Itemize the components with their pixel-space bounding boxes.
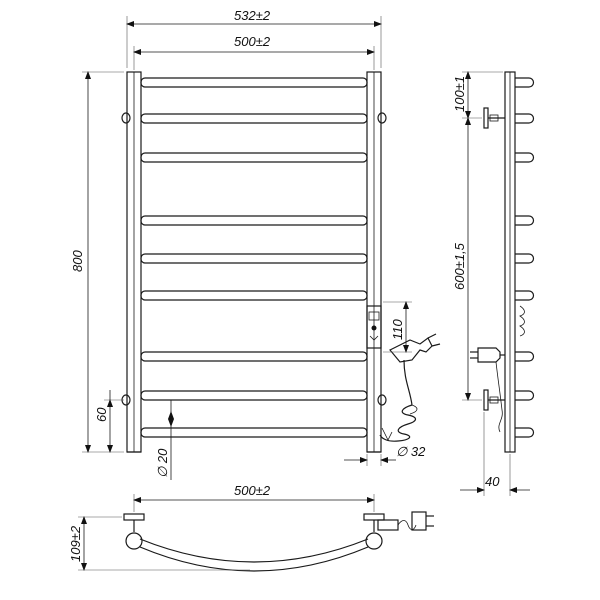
- dim-bow-depth: 109±2: [68, 525, 83, 562]
- crossbar: [140, 351, 368, 362]
- dim-depth: 40: [485, 474, 500, 489]
- mount: [377, 112, 387, 124]
- dim-overall-width: 532±2: [234, 8, 271, 23]
- side-wall-brackets: [483, 107, 505, 411]
- dim-tube-diameter: ∅ 20: [155, 448, 170, 478]
- dim-top-offset: 100±1: [452, 76, 467, 112]
- crossbar: [140, 253, 368, 264]
- crossbar: [140, 427, 368, 438]
- dim-inner-width: 500±2: [234, 34, 271, 49]
- crossbar: [140, 113, 368, 124]
- crossbars: [140, 77, 368, 438]
- dim-mount-spacing: 600±1,5: [452, 242, 467, 290]
- crossbar: [140, 290, 368, 301]
- side-rung-ends: [515, 77, 535, 438]
- crossbar: [140, 215, 368, 226]
- dim-bottom-offset: 60: [94, 407, 109, 422]
- curved-rung-outer: [139, 546, 369, 572]
- crossbar: [140, 152, 368, 163]
- side-view: 100±1 600±1,5 40: [452, 71, 535, 496]
- dim-height: 800: [70, 250, 85, 272]
- wall-mounts-front: [121, 112, 387, 406]
- control-box: [366, 305, 382, 349]
- bottom-view: 500±2 109±2: [68, 483, 434, 572]
- left-riser-section: [125, 532, 143, 550]
- side-plug: [470, 305, 525, 433]
- dim-box-height: 110: [390, 319, 405, 340]
- right-riser-section: [365, 532, 383, 550]
- crossbar: [140, 77, 368, 88]
- dim-bottom-width: 500±2: [234, 483, 271, 498]
- mount: [377, 394, 387, 406]
- power-plug-and-cable: [379, 333, 441, 442]
- front-view: 532±2 500±2 800 60 ∅ 20 110 ∅ 32: [70, 8, 441, 480]
- crossbar: [140, 390, 368, 401]
- dim-riser-diameter: ∅ 32: [396, 444, 426, 459]
- mount: [121, 112, 131, 124]
- curved-rung-inner: [139, 538, 369, 563]
